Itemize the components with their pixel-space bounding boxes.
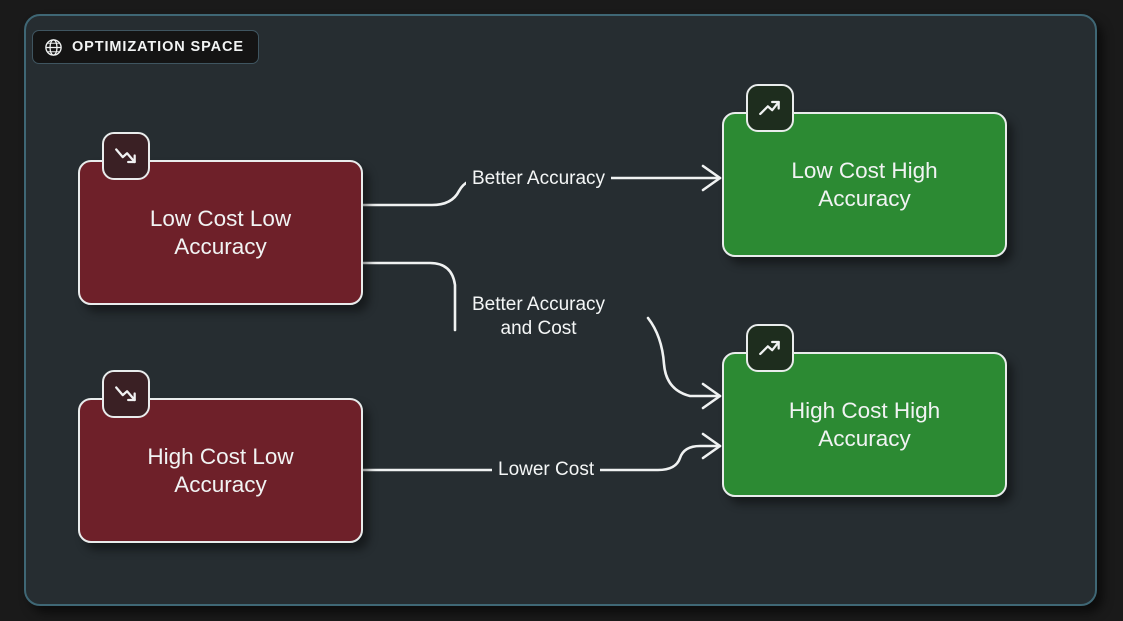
- trend-up-icon: [746, 84, 794, 132]
- optimization-space-badge-label: OPTIMIZATION SPACE: [72, 38, 244, 55]
- node-high-cost-high-accuracy[interactable]: High Cost High Accuracy: [722, 324, 1007, 497]
- node-label: Low Cost Low Accuracy: [149, 205, 292, 259]
- edge-label-lower-cost: Lower Cost: [492, 457, 601, 484]
- trend-up-icon: [746, 324, 794, 372]
- node-label: High Cost High Accuracy: [788, 397, 941, 451]
- node-high-cost-low-accuracy[interactable]: High Cost Low Accuracy: [78, 370, 363, 543]
- node-low-cost-high-accuracy[interactable]: Low Cost High Accuracy: [722, 84, 1007, 257]
- edge-label-better-accuracy-and-cost: Better Accuracy and Cost: [466, 292, 612, 343]
- trend-down-icon: [102, 132, 150, 180]
- node-label: Low Cost High Accuracy: [791, 157, 938, 211]
- node-low-cost-low-accuracy[interactable]: Low Cost Low Accuracy: [78, 132, 363, 305]
- trend-down-icon: [102, 370, 150, 418]
- node-label: High Cost Low Accuracy: [147, 443, 294, 497]
- globe-icon: [44, 38, 63, 57]
- edge-label-better-accuracy: Better Accuracy: [466, 166, 612, 193]
- optimization-space-badge: OPTIMIZATION SPACE: [32, 30, 259, 64]
